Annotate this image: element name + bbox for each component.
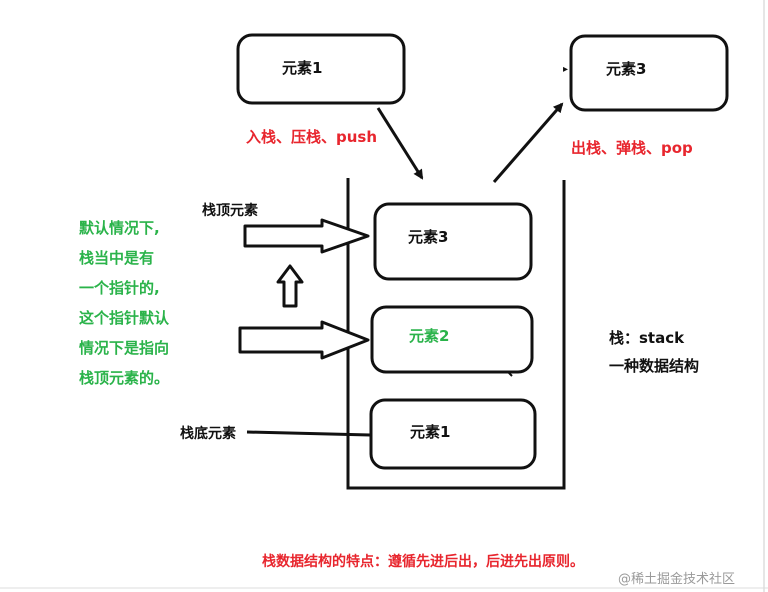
- pointer-note-line-6: 栈顶元素的。: [79, 369, 169, 387]
- stack-bottom-element-label: 元素1: [410, 423, 450, 441]
- stack-middle-element-label: 元素2: [409, 327, 449, 345]
- small-stroke-mark: [507, 371, 513, 377]
- bottom-pointer-line: [246, 430, 371, 437]
- stack-description-label: 一种数据结构: [609, 357, 699, 375]
- pointer-note-line-1: 默认情况下,: [79, 219, 160, 237]
- top-pointer-arrow: [243, 218, 370, 254]
- stack-principle-text: 栈数据结构的特点：遵循先进后出，后进先出原则。: [262, 553, 584, 570]
- pointer-note-line-2: 栈当中是有: [79, 249, 154, 267]
- stack-name-label: 栈：stack: [609, 329, 685, 347]
- top-left-element-label: 元素1: [282, 59, 322, 77]
- push-label: 入栈、压栈、push: [246, 128, 377, 146]
- pointer-note-line-5: 情况下是指向: [79, 339, 169, 357]
- top-right-element-box: [569, 34, 729, 112]
- middle-pointer-arrow: [238, 320, 370, 360]
- pointer-note-line-4: 这个指针默认: [79, 309, 170, 327]
- small-tick-mark: ▸: [563, 64, 568, 75]
- stack-bottom-element-box: [369, 398, 537, 470]
- push-arrow: [376, 107, 424, 180]
- top-element-label: 栈顶元素: [202, 202, 258, 219]
- pointer-note-line-3: 一个指针的,: [79, 279, 160, 297]
- bottom-element-label: 栈底元素: [180, 425, 236, 442]
- pointer-move-up-arrow: [276, 264, 304, 308]
- stack-top-element-box: [373, 202, 533, 281]
- top-right-element-label: 元素3: [606, 60, 646, 78]
- top-left-element-box: [236, 33, 406, 105]
- stack-top-element-label: 元素3: [408, 228, 448, 246]
- pop-label: 出栈、弹栈、pop: [571, 139, 693, 157]
- pop-arrow: [492, 102, 564, 183]
- stack-middle-element-box: [370, 305, 534, 374]
- watermark-text: @稀土掘金技术社区: [618, 571, 735, 587]
